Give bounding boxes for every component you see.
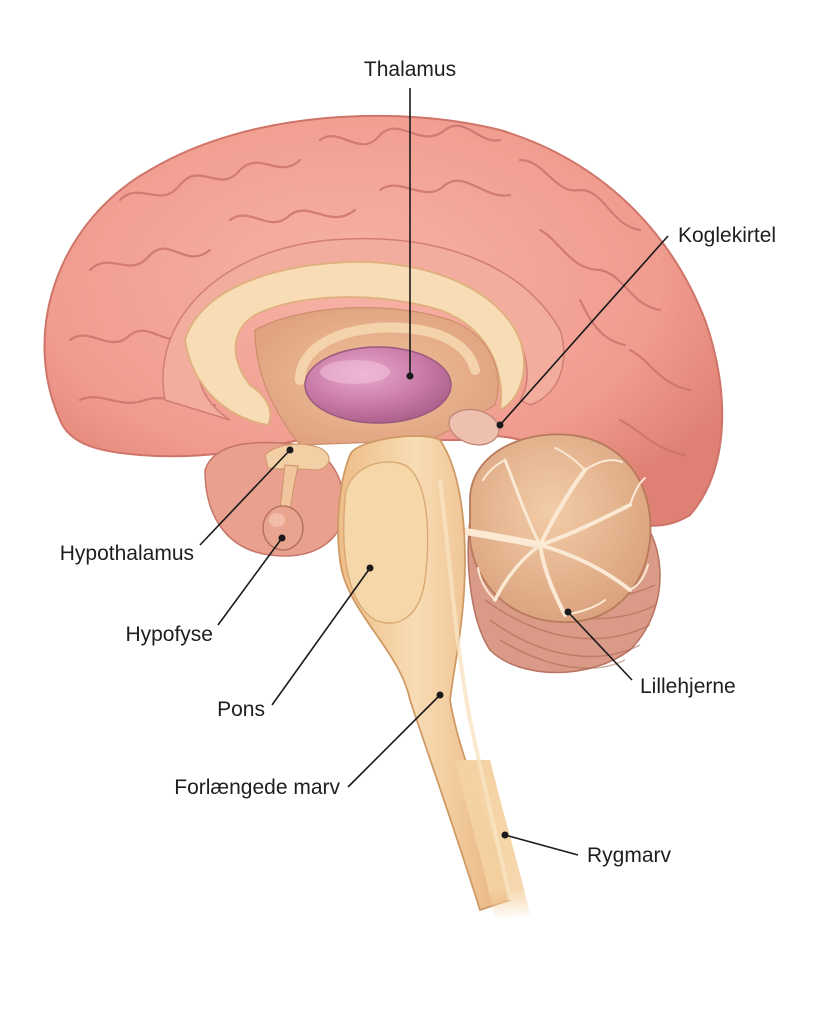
- label-pons: Pons: [217, 698, 265, 721]
- pointer-lillehjerne: [564, 608, 572, 616]
- pointer-forlaengede-marv: [436, 691, 444, 699]
- label-hypothalamus: Hypothalamus: [60, 542, 194, 565]
- corpus-callosum: [184, 261, 525, 427]
- leader-rygmarv: [504, 834, 579, 856]
- leader-forlaengede-marv: [347, 694, 441, 788]
- arbor-vitae: [451, 447, 649, 617]
- pointer-hypofyse: [278, 534, 286, 542]
- pituitary-gland: [262, 505, 304, 551]
- leader-koglekirtel: [499, 235, 669, 426]
- label-hypofyse: Hypofyse: [125, 623, 213, 646]
- thalamus-highlight: [320, 360, 390, 384]
- thalamus: [304, 346, 452, 424]
- pointer-rygmarv: [501, 831, 509, 839]
- pointer-hypothalamus: [286, 446, 294, 454]
- label-rygmarv: Rygmarv: [587, 844, 672, 867]
- pointer-thalamus: [406, 372, 414, 380]
- pineal-gland: [448, 408, 500, 446]
- label-forlaengede-marv: Forlængede marv: [174, 776, 340, 799]
- pons: [343, 461, 429, 624]
- leader-lillehjerne: [567, 611, 633, 681]
- spinal-cord: [455, 760, 530, 920]
- label-koglekirtel: Koglekirtel: [678, 224, 776, 247]
- leader-pons: [271, 567, 371, 706]
- fornix: [295, 322, 480, 385]
- leader-hypofyse: [217, 537, 283, 626]
- spinal-cord-line: [438, 479, 512, 901]
- labels: Thalamus Koglekirtel Hypothalamus Hypofy…: [60, 58, 776, 867]
- pituitary-highlight: [269, 513, 285, 527]
- label-thalamus: Thalamus: [364, 58, 456, 81]
- leader-lines: [199, 88, 669, 856]
- label-lillehjerne: Lillehjerne: [640, 675, 736, 698]
- leader-hypothalamus: [199, 449, 291, 546]
- pointer-koglekirtel: [496, 421, 504, 429]
- pointer-pons: [366, 564, 374, 572]
